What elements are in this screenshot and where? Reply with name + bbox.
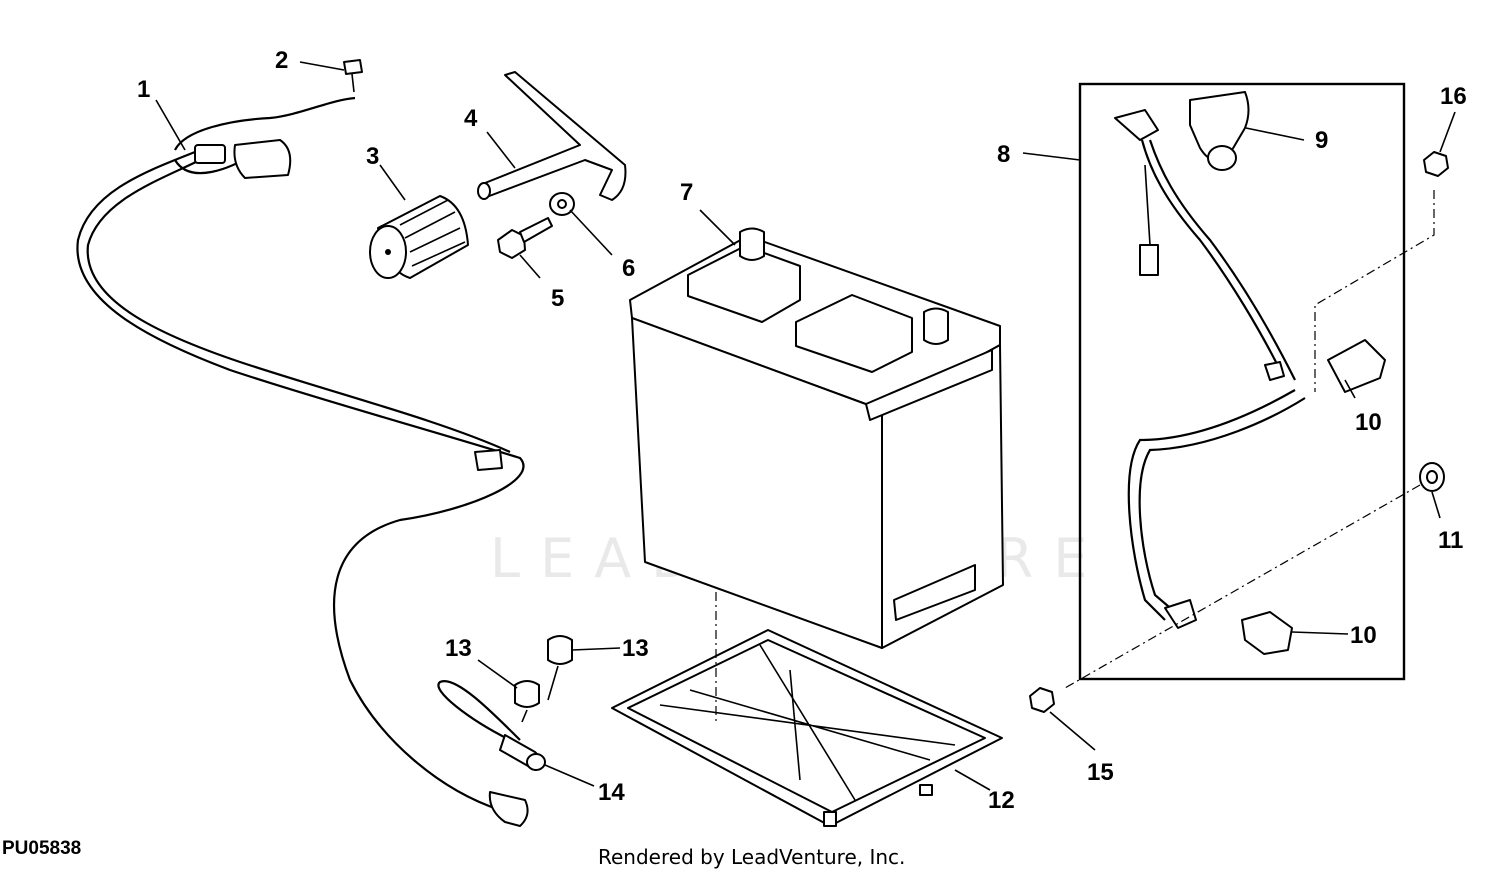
bolts-13 [514,635,573,723]
bolt-2 [343,59,363,93]
callout-6: 6 [622,255,635,282]
callout-13-left: 13 [445,635,472,662]
callout-11: 11 [1438,527,1463,554]
credit-text: Rendered by LeadVenture, Inc. [598,845,905,869]
terminal-cap-10-lower [1241,611,1293,655]
callout-8: 8 [997,141,1010,168]
battery-tray-12 [611,629,1003,827]
nut-15 [1029,687,1055,713]
callout-9: 9 [1315,127,1328,154]
callout-12: 12 [988,787,1015,814]
hold-down-rod-4 [477,71,627,201]
leader-lines [155,61,1456,791]
callout-3: 3 [366,143,379,170]
callout-14: 14 [598,779,625,806]
callout-10-lower: 10 [1350,622,1377,649]
callout-labels: 1 2 3 4 5 6 7 8 9 10 10 11 12 13 13 14 1… [137,47,1467,814]
callout-10-upper: 10 [1355,409,1382,436]
bolt-5 [497,217,553,259]
nut-16 [1423,151,1449,177]
callout-15: 15 [1087,759,1114,786]
nut-11 [1419,462,1445,492]
callout-5: 5 [551,285,564,312]
callout-4: 4 [464,105,478,132]
callout-7: 7 [680,179,693,206]
assembly-line-11-15 [1064,484,1421,689]
figure-id: PU05838 [2,838,81,859]
callout-16: 16 [1440,83,1467,110]
battery-7 [629,227,1004,649]
assembly-line-16 [1314,190,1435,392]
battery-cable-1 [76,96,529,827]
terminal-cover-3 [369,195,469,279]
callout-2: 2 [275,47,288,74]
cable-kit-inset-box [1078,82,1406,681]
terminal-cap-10-upper [1327,339,1386,393]
washer-6 [549,192,575,216]
cable-harness-8 [1114,109,1306,629]
ground-cable-14 [437,680,546,771]
terminal-boot-9 [1189,91,1250,171]
callout-13-right: 13 [622,635,649,662]
callout-1: 1 [137,76,150,103]
